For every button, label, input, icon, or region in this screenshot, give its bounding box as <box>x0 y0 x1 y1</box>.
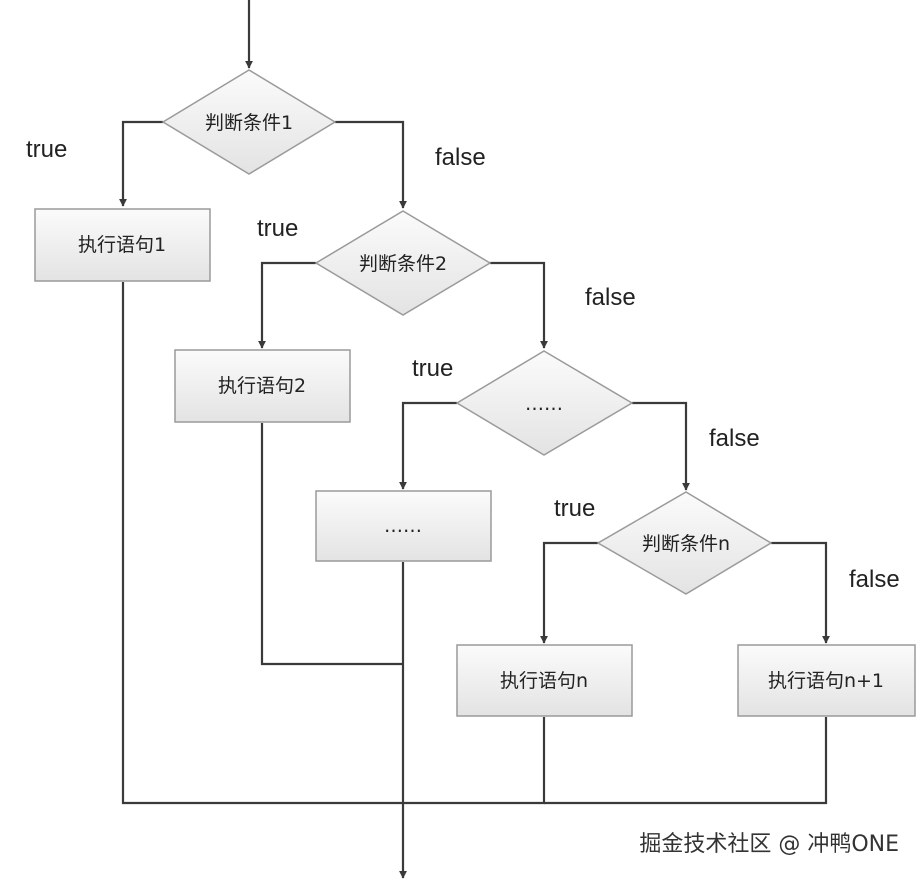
decision-condition-1-label: 判断条件1 <box>205 112 293 134</box>
decision-condition-ellipsis: …… <box>455 350 634 456</box>
statement-box-ellipsis-label: …… <box>384 515 422 537</box>
decision-condition-n: 判断条件n <box>596 491 773 595</box>
edge-label-false-1: false <box>435 144 486 171</box>
statement-box-ellipsis: …… <box>315 490 492 562</box>
merge-line-n1 <box>544 717 828 805</box>
statement-box-2-label: 执行语句2 <box>218 375 306 397</box>
true-branch-3 <box>399 401 457 490</box>
statement-box-1-label: 执行语句1 <box>78 234 166 256</box>
false-branch-3 <box>632 401 690 491</box>
edge-label-true-n: true <box>554 495 595 522</box>
false-branch-2 <box>490 261 548 349</box>
true-branch-n <box>540 541 598 644</box>
edge-label-true-3: true <box>412 355 453 382</box>
edge-label-true-2: true <box>257 215 298 242</box>
decision-condition-ellipsis-label: …… <box>525 393 563 415</box>
merge-line-n <box>403 717 546 805</box>
statement-box-n-label: 执行语句n <box>500 670 588 692</box>
true-branch-2 <box>258 261 316 349</box>
statement-box-n-plus-1: 执行语句n+1 <box>737 644 916 717</box>
edge-label-true-1: true <box>26 136 67 163</box>
statement-box-1: 执行语句1 <box>34 208 211 282</box>
statement-box-n: 执行语句n <box>456 644 633 717</box>
watermark-text: 掘金技术社区 @ 冲鸭ONE <box>639 832 899 857</box>
edge-label-false-3: false <box>709 425 760 452</box>
decision-condition-2: 判断条件2 <box>314 210 492 316</box>
connectors <box>119 0 830 879</box>
edge-label-false-2: false <box>585 284 636 311</box>
decision-condition-2-label: 判断条件2 <box>359 253 447 275</box>
statement-box-n-plus-1-label: 执行语句n+1 <box>768 670 884 692</box>
decision-condition-1: 判断条件1 <box>161 69 337 175</box>
statement-box-2: 执行语句2 <box>174 349 351 423</box>
merge-line-1 <box>121 282 403 805</box>
false-branch-1 <box>335 120 407 209</box>
false-branch-n <box>771 541 830 644</box>
edge-label-false-n: false <box>849 566 900 593</box>
merge-line-2 <box>260 423 403 666</box>
true-branch-1 <box>119 120 163 207</box>
decision-condition-n-label: 判断条件n <box>642 533 730 555</box>
